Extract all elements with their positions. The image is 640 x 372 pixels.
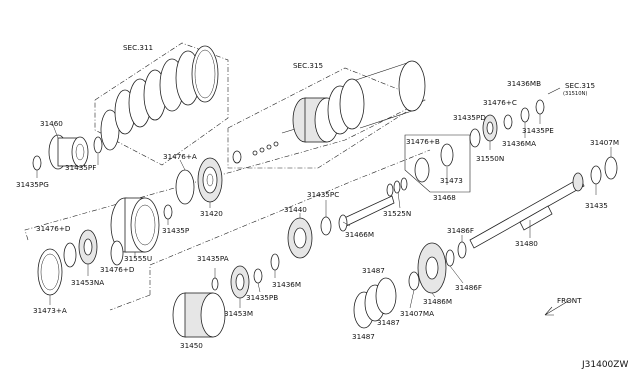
part-31480-shaft (469, 172, 585, 249)
label-31550n: 31550N (476, 154, 504, 163)
sec311-label: SEC.311 (123, 43, 153, 52)
box-31476b-group (404, 134, 471, 193)
part-31435pe-ring (535, 99, 545, 115)
front-arrow-icon (544, 299, 571, 316)
drum-assembly-315 (232, 60, 426, 164)
label-31453m: 31453M (224, 309, 253, 318)
section-box-311 (94, 42, 229, 166)
part-31487-rings (353, 277, 397, 329)
part-31486m-gear (417, 242, 447, 294)
label-31476c: 31476+C (483, 98, 517, 107)
part-31420-carrier (197, 157, 223, 203)
label-31487-a: 31487 (362, 266, 385, 275)
label-31453na: 31453NA (71, 278, 104, 287)
part-31460-drum (48, 134, 89, 170)
part-31436ma-ring (520, 107, 530, 123)
label-31407ma: 31407MA (400, 309, 434, 318)
part-31486f-ring-a (445, 249, 455, 267)
part-31555u-drum (110, 197, 160, 253)
clutch-pack-311 (100, 45, 219, 151)
sec315b-label: SEC.315 (565, 81, 595, 90)
leader-lines (36, 114, 612, 309)
label-31476b: 31476+B (406, 137, 440, 146)
label-31487-c: 31487 (352, 332, 375, 341)
part-31435-ring (590, 165, 602, 185)
label-31525n: 31525N (383, 209, 411, 218)
part-31453na-hub (78, 229, 98, 265)
part-31476d-ring-bottom (110, 240, 124, 266)
part-31435pb-ring (253, 268, 263, 284)
label-31435: 31435 (585, 201, 608, 210)
part-31440-carrier (287, 217, 313, 259)
label-31407m: 31407M (590, 138, 619, 147)
label-31435pc: 31435PC (307, 190, 339, 199)
label-31435pg: 31435PG (16, 180, 49, 189)
label-31436m: 31436M (272, 280, 301, 289)
label-31486f-a: 31486F (447, 226, 474, 235)
part-31476a-ring (175, 169, 195, 205)
part-31435pc-ring (320, 216, 332, 236)
sec315b-sub-label: (31510N) (563, 91, 587, 97)
label-31460: 31460 (40, 119, 63, 128)
label-31435pa: 31435PA (197, 254, 229, 263)
label-31466m: 31466M (345, 230, 374, 239)
sec315-label: SEC.315 (293, 61, 323, 70)
part-31525n-seals (386, 177, 408, 197)
part-31435pa-ring (211, 277, 219, 291)
sec315-arrow (547, 87, 561, 95)
label-31435pb: 31435PB (246, 293, 278, 302)
part-31473a-gear (37, 248, 63, 296)
label-31476a: 31476+A (163, 152, 197, 161)
part-31407ma-bearing (408, 271, 420, 291)
part-31476c-ring (503, 114, 513, 130)
part-31435pf-ring (93, 136, 103, 154)
label-31420: 31420 (200, 209, 223, 218)
label-31486m: 31486M (423, 297, 452, 306)
part-31466m-shaft (338, 195, 395, 232)
part-31407m-bearing (604, 156, 618, 180)
label-31476d-top: 31476+D (36, 224, 71, 233)
label-31436ma: 31436MA (502, 139, 536, 148)
label-31555u: 31555U (124, 254, 152, 263)
label-31473: 31473 (440, 176, 463, 185)
part-31450-drum (172, 292, 226, 338)
part-31435p-ring (163, 204, 173, 220)
part-31476d-ring-top (63, 242, 77, 268)
label-31436mb: 31436MB (507, 79, 541, 88)
part-31435pg-ring (32, 155, 42, 171)
label-31480: 31480 (515, 239, 538, 248)
label-31473a: 31473+A (33, 306, 67, 315)
part-31486f-ring-b (457, 241, 467, 259)
label-31468: 31468 (433, 193, 456, 202)
label-31435p: 31435P (162, 226, 190, 235)
section-box-315 (227, 67, 426, 169)
label-31476d-bottom: 31476+D (100, 265, 135, 274)
diagram-code: J31400ZW (581, 360, 628, 370)
label-31435pd: 31435PD (453, 113, 486, 122)
label-31435pf: 31435PF (65, 163, 96, 172)
label-31486f-b: 31486F (455, 283, 482, 292)
label-31487-b: 31487 (377, 318, 400, 327)
part-31436m-ring (270, 253, 280, 271)
label-31450: 31450 (180, 341, 203, 350)
label-31440: 31440 (284, 205, 307, 214)
label-31435pe: 31435PE (522, 126, 554, 135)
part-31435pd-ring (469, 128, 481, 148)
front-label: FRONT (557, 296, 582, 305)
